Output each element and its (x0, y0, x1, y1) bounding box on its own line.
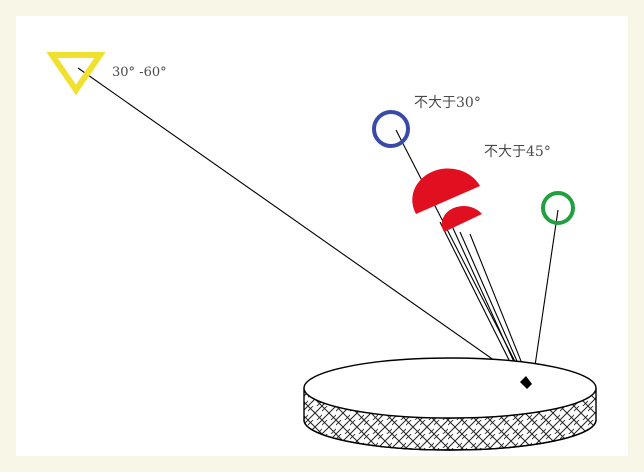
green-circle-icon (541, 191, 575, 225)
red-half-disc-icon (412, 168, 482, 232)
ray-green-light (531, 209, 559, 387)
ray-reflector-b (451, 225, 526, 387)
turntable-bottom-edge (303, 419, 597, 451)
max-45-label: 不大于45° (484, 144, 551, 160)
blue-circle-icon (372, 110, 410, 148)
turntable (303, 357, 597, 451)
ray-key-light (77, 67, 529, 385)
light-rays (77, 67, 559, 387)
turntable-top (303, 357, 597, 419)
max-30-label: 不大于30° (414, 95, 481, 111)
ray-reflector-c (459, 231, 529, 387)
subject-mark (520, 376, 532, 389)
reflector-small (441, 206, 482, 232)
ray-reflector-a (439, 221, 523, 387)
reflector-large (412, 168, 480, 214)
angle-range-label: 30° -60° (112, 65, 167, 80)
ray-reflector-d (469, 233, 532, 387)
yellow-triangle-icon (46, 52, 106, 96)
